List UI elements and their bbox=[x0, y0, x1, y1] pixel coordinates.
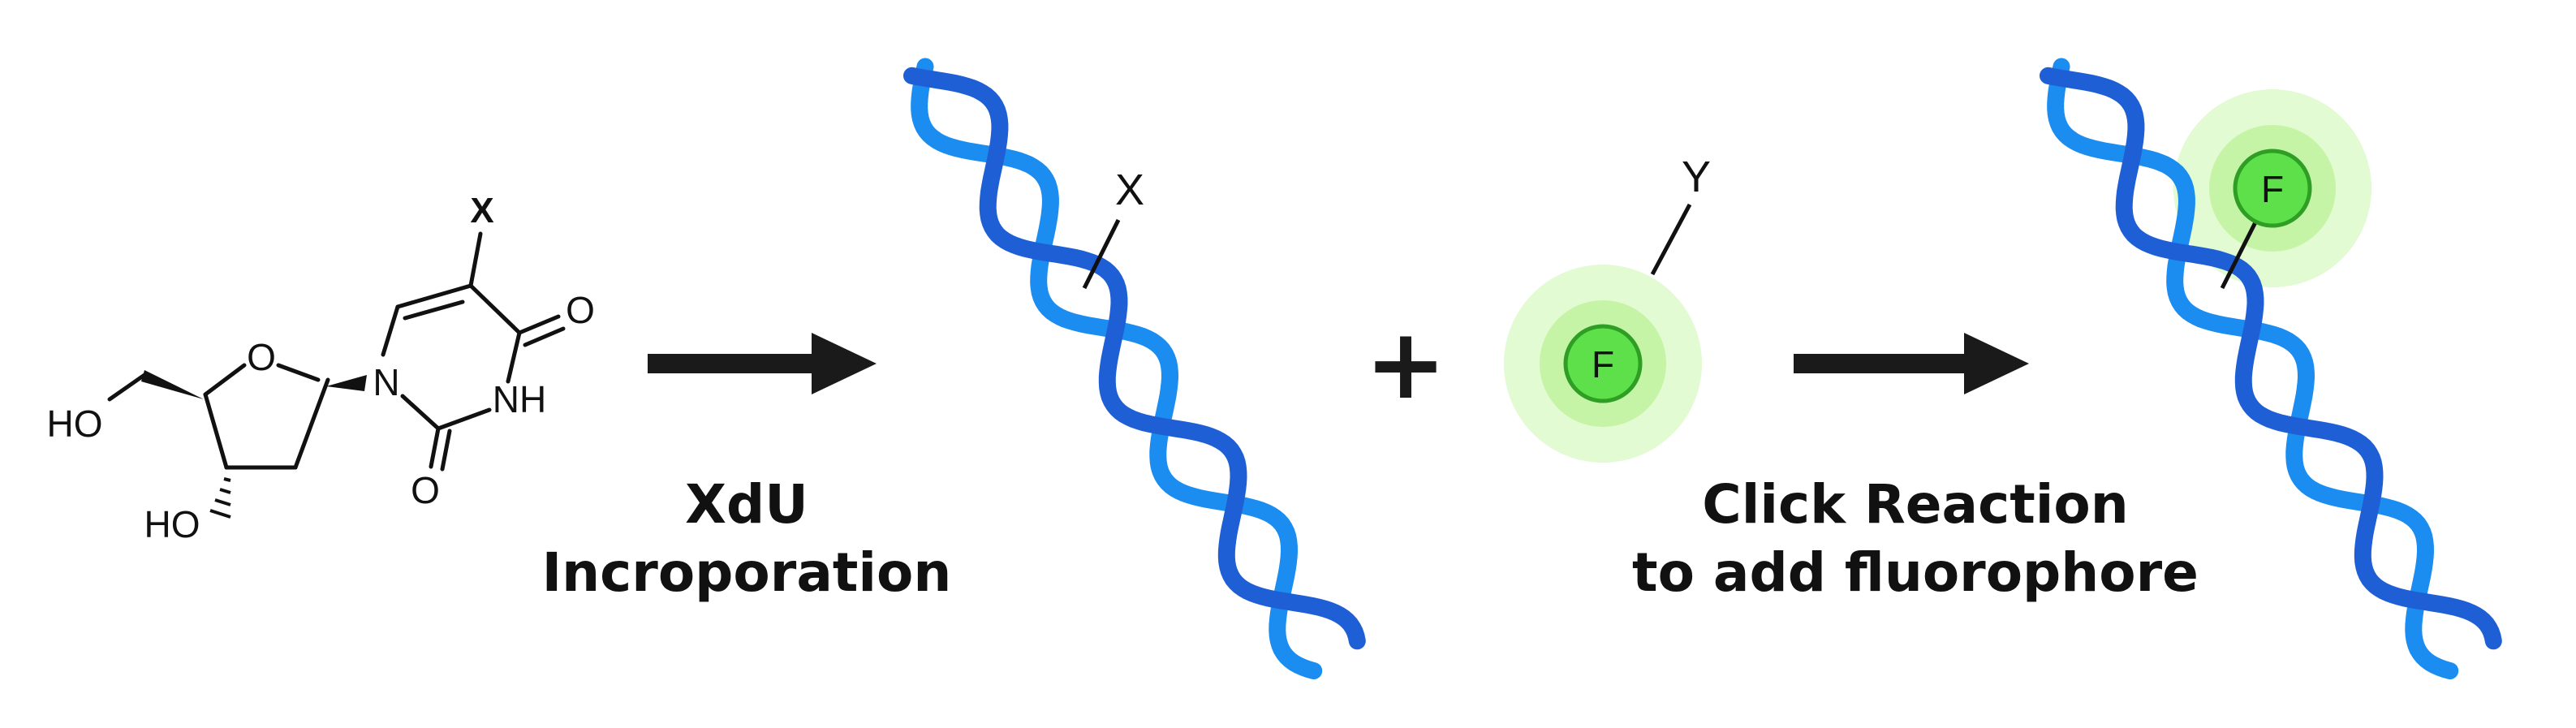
xdu-incorporation-caption: XdU Incroporation bbox=[519, 471, 974, 607]
wedge-c4-c5 bbox=[141, 370, 204, 399]
incorporation-arrow bbox=[648, 333, 877, 394]
fluorophore-with-y: Y F bbox=[1504, 153, 1711, 463]
click-caption-line2: to add fluorophore bbox=[1632, 541, 2199, 604]
nitrogen-label: N bbox=[373, 361, 399, 403]
fluorophore-core bbox=[2233, 149, 2312, 228]
wedge-c1-n bbox=[326, 375, 367, 391]
hash-bond bbox=[209, 477, 231, 519]
click-reaction-caption: Click Reaction to add fluorophore bbox=[1607, 471, 2224, 607]
stereo-bonds bbox=[141, 370, 367, 399]
plus-sign: + bbox=[1365, 308, 1447, 421]
dna-strand-dark bbox=[2040, 67, 2502, 650]
x-linker: X bbox=[1082, 166, 1144, 290]
xdu-caption-line1: XdU bbox=[685, 473, 808, 536]
nh-label: NH bbox=[493, 378, 546, 420]
ho-top-label: HO bbox=[47, 403, 103, 445]
substituent-x-label: X bbox=[470, 191, 493, 230]
xdu-molecule bbox=[107, 231, 566, 472]
click-linker bbox=[2220, 216, 2260, 290]
fluorophore-core bbox=[1563, 324, 1643, 403]
xdu-caption-line2: Incroporation bbox=[541, 541, 952, 604]
linker-y-label: Y bbox=[1682, 153, 1711, 201]
carbonyl-bottom-oxygen-label: O bbox=[411, 469, 440, 511]
carbonyl-top-oxygen-label: O bbox=[566, 289, 595, 331]
fluorophore-f-label: F bbox=[1592, 343, 1614, 386]
labeled-f-label: F bbox=[2261, 168, 2284, 210]
click-reaction-arrow bbox=[1794, 333, 2029, 394]
ring-oxygen-label: O bbox=[247, 336, 276, 378]
dna-x-label: X bbox=[1115, 166, 1144, 214]
dna-helix-labeled: F bbox=[2040, 58, 2502, 680]
ho-bottom-label: HO bbox=[144, 503, 200, 545]
dna-helix-x bbox=[903, 58, 1366, 680]
dna-strand-dark bbox=[903, 67, 1366, 650]
click-caption-line1: Click Reaction bbox=[1702, 473, 2129, 536]
dna-strand-light bbox=[2047, 58, 2459, 680]
dna-strand-light bbox=[911, 58, 1323, 680]
molecule-atom-labels: X O N O NH O HO HO bbox=[47, 191, 595, 545]
